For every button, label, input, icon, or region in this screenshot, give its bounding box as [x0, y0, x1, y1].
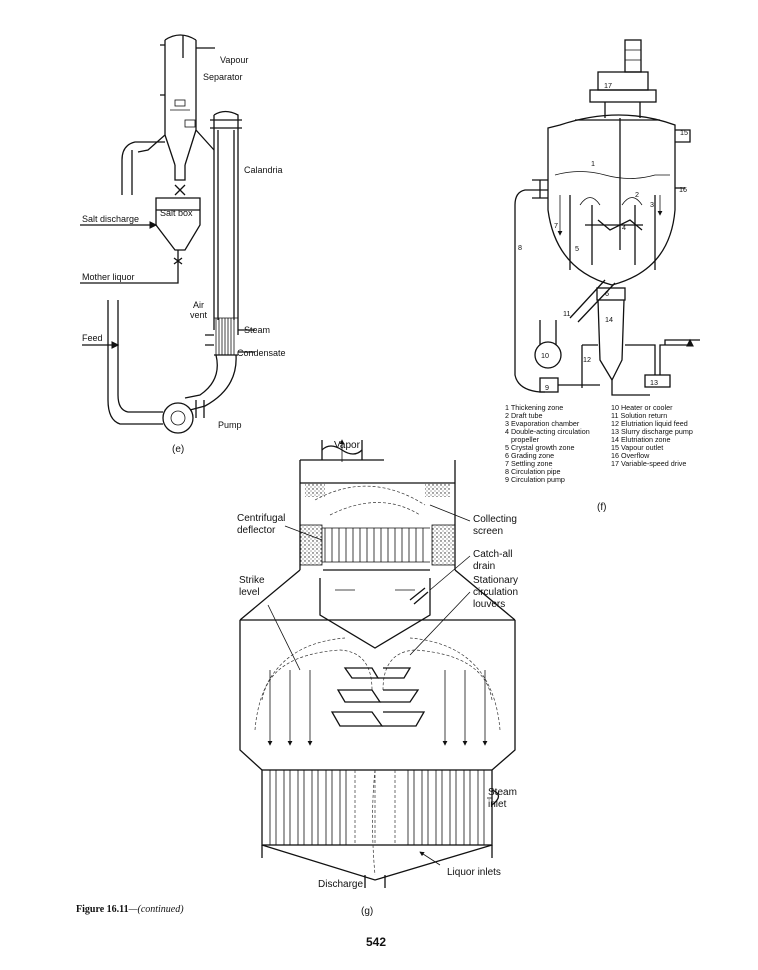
label-vapour: Vapour: [220, 55, 248, 65]
label-circulation: circulation: [473, 587, 518, 598]
label-salt-discharge: Salt discharge: [82, 214, 139, 224]
num-12: 12: [583, 355, 591, 364]
label-pump: Pump: [218, 420, 242, 430]
num-4: 4: [622, 223, 626, 232]
diagram-g: Vapor Centrifugal deflector Collecting s…: [237, 439, 518, 917]
legend-item: 15 Vapour outlet: [611, 443, 663, 452]
label-drain: drain: [473, 561, 495, 572]
label-centrifugal: Centrifugal: [237, 513, 285, 524]
label-condensate: Condensate: [237, 348, 286, 358]
num-11: 11: [563, 309, 570, 318]
variable-speed-drive: [589, 39, 657, 118]
tube-bundle: [261, 769, 500, 888]
deflector-housing: [299, 460, 456, 571]
legend-item: 12 Elutriation liquid feed: [611, 419, 688, 428]
crystallizer-vessel: [547, 114, 691, 286]
legend-item: 1 Thickening zone: [505, 403, 563, 412]
calandria: [205, 110, 255, 356]
label-catch-all: Catch-all: [473, 549, 512, 560]
label-feed: Feed: [82, 333, 103, 343]
label-steam-g: Steam: [488, 787, 517, 798]
num-2: 2: [635, 190, 639, 199]
num-10: 10: [541, 351, 549, 360]
label-deflector: deflector: [237, 525, 276, 536]
separator-vessel: [137, 34, 215, 196]
label-vapor: Vapor: [334, 440, 361, 451]
diagram-e: Vapour Separator Calandria Salt box Salt…: [80, 34, 286, 455]
legend-item: 5 Crystal growth zone: [505, 443, 575, 452]
label-strike: Strike: [239, 575, 265, 586]
legend-item: 2 Draft tube: [505, 411, 543, 420]
label-separator: Separator: [203, 72, 243, 82]
label-steam: Steam: [244, 325, 270, 335]
num-15: 15: [680, 128, 688, 137]
caption-e: (e): [172, 444, 184, 455]
caption-g: (g): [361, 906, 373, 917]
num-3: 3: [650, 200, 654, 209]
label-mother-liquor: Mother liquor: [82, 272, 135, 282]
label-liquor-inlets: Liquor inlets: [447, 867, 501, 878]
figure-caption: Figure 16.11—(continued): [76, 904, 184, 915]
page-number: 542: [366, 935, 386, 949]
label-screen: screen: [473, 526, 503, 537]
legend-item: 17 Variable-speed drive: [611, 459, 686, 468]
diagram-f: 17 1 2 3 4 5 6 7 8 9 10 11 12 13 14 15 1…: [505, 39, 700, 513]
num-17: 17: [604, 81, 612, 90]
legend-item: 13 Slurry discharge pump: [611, 427, 693, 436]
num-14: 14: [605, 315, 613, 324]
num-9: 9: [545, 383, 549, 392]
legend-item: 8 Circulation pipe: [505, 467, 561, 476]
num-8: 8: [518, 243, 522, 252]
label-inlet: inlet: [488, 799, 507, 810]
figure-caption-italic: —(continued): [128, 904, 185, 915]
label-level: level: [239, 587, 260, 598]
label-louvers: louvers: [473, 599, 505, 610]
caption-f: (f): [597, 502, 606, 513]
label-discharge: Discharge: [318, 879, 363, 890]
main-body: [239, 620, 516, 771]
leader-lines: [267, 504, 492, 799]
label-air: Air: [193, 300, 204, 310]
num-5: 5: [575, 244, 579, 253]
legend-item: 14 Elutriation zone: [611, 435, 671, 444]
num-1: 1: [591, 159, 595, 168]
legend-item: 6 Grading zone: [505, 451, 554, 460]
label-calandria: Calandria: [244, 165, 283, 175]
num-16: 16: [679, 185, 687, 194]
figure-caption-bold: Figure 16.11: [76, 904, 129, 915]
salt-box: [80, 197, 201, 284]
legend-item: propeller: [511, 435, 540, 444]
transition-cone: [239, 569, 516, 649]
recycle-pipe: [121, 141, 165, 195]
label-vent: vent: [190, 310, 208, 320]
legend-item: 4 Double-acting circulation: [505, 427, 590, 436]
circulation-loop: [514, 179, 700, 396]
num-13: 13: [650, 378, 658, 387]
legend-f: 1 Thickening zone 2 Draft tube 3 Evapora…: [505, 403, 693, 484]
pump-loop: [82, 300, 237, 434]
label-collecting: Collecting: [473, 514, 517, 525]
num-7: 7: [554, 221, 558, 230]
label-stationary: Stationary: [473, 575, 518, 586]
legend-item: 7 Settling zone: [505, 459, 553, 468]
legend-item: 9 Circulation pump: [505, 475, 565, 484]
vapor-outlet: [300, 439, 384, 462]
legend-item: 3 Evaporation chamber: [505, 419, 580, 428]
legend-item: 16 Overflow: [611, 451, 650, 460]
legend-item: 11 Solution return: [611, 411, 667, 420]
num-6: 6: [605, 289, 609, 298]
label-salt-box: Salt box: [160, 208, 193, 218]
legend-item: 10 Heater or cooler: [611, 403, 673, 412]
